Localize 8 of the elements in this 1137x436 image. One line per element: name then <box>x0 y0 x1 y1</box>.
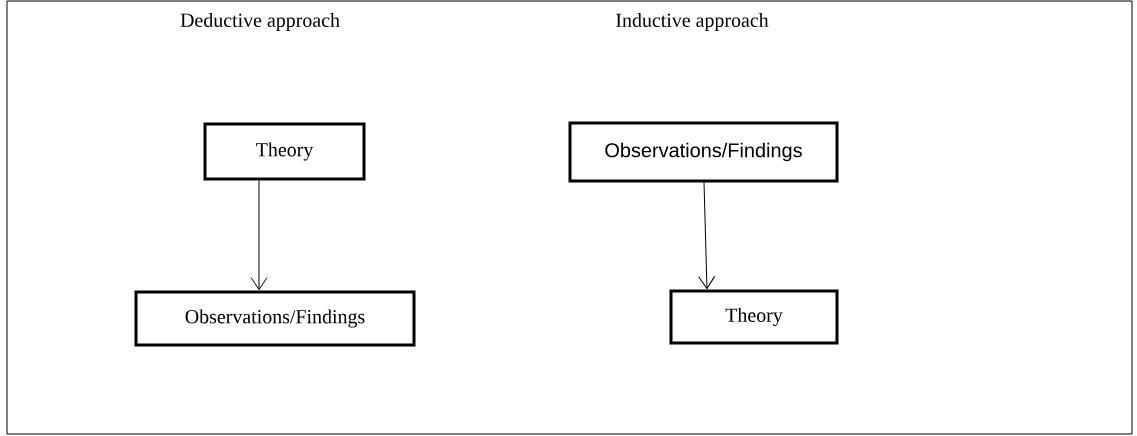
heading: Inductive approach <box>616 12 769 31</box>
process-box: Observations/Findings <box>134 290 416 347</box>
heading: Deductive approach <box>180 12 340 31</box>
arrow <box>250 180 268 291</box>
process-box: Theory <box>669 289 839 345</box>
process-box: Theory <box>203 122 366 181</box>
arrow <box>698 182 716 290</box>
process-box: Observations/Findings <box>568 121 839 183</box>
